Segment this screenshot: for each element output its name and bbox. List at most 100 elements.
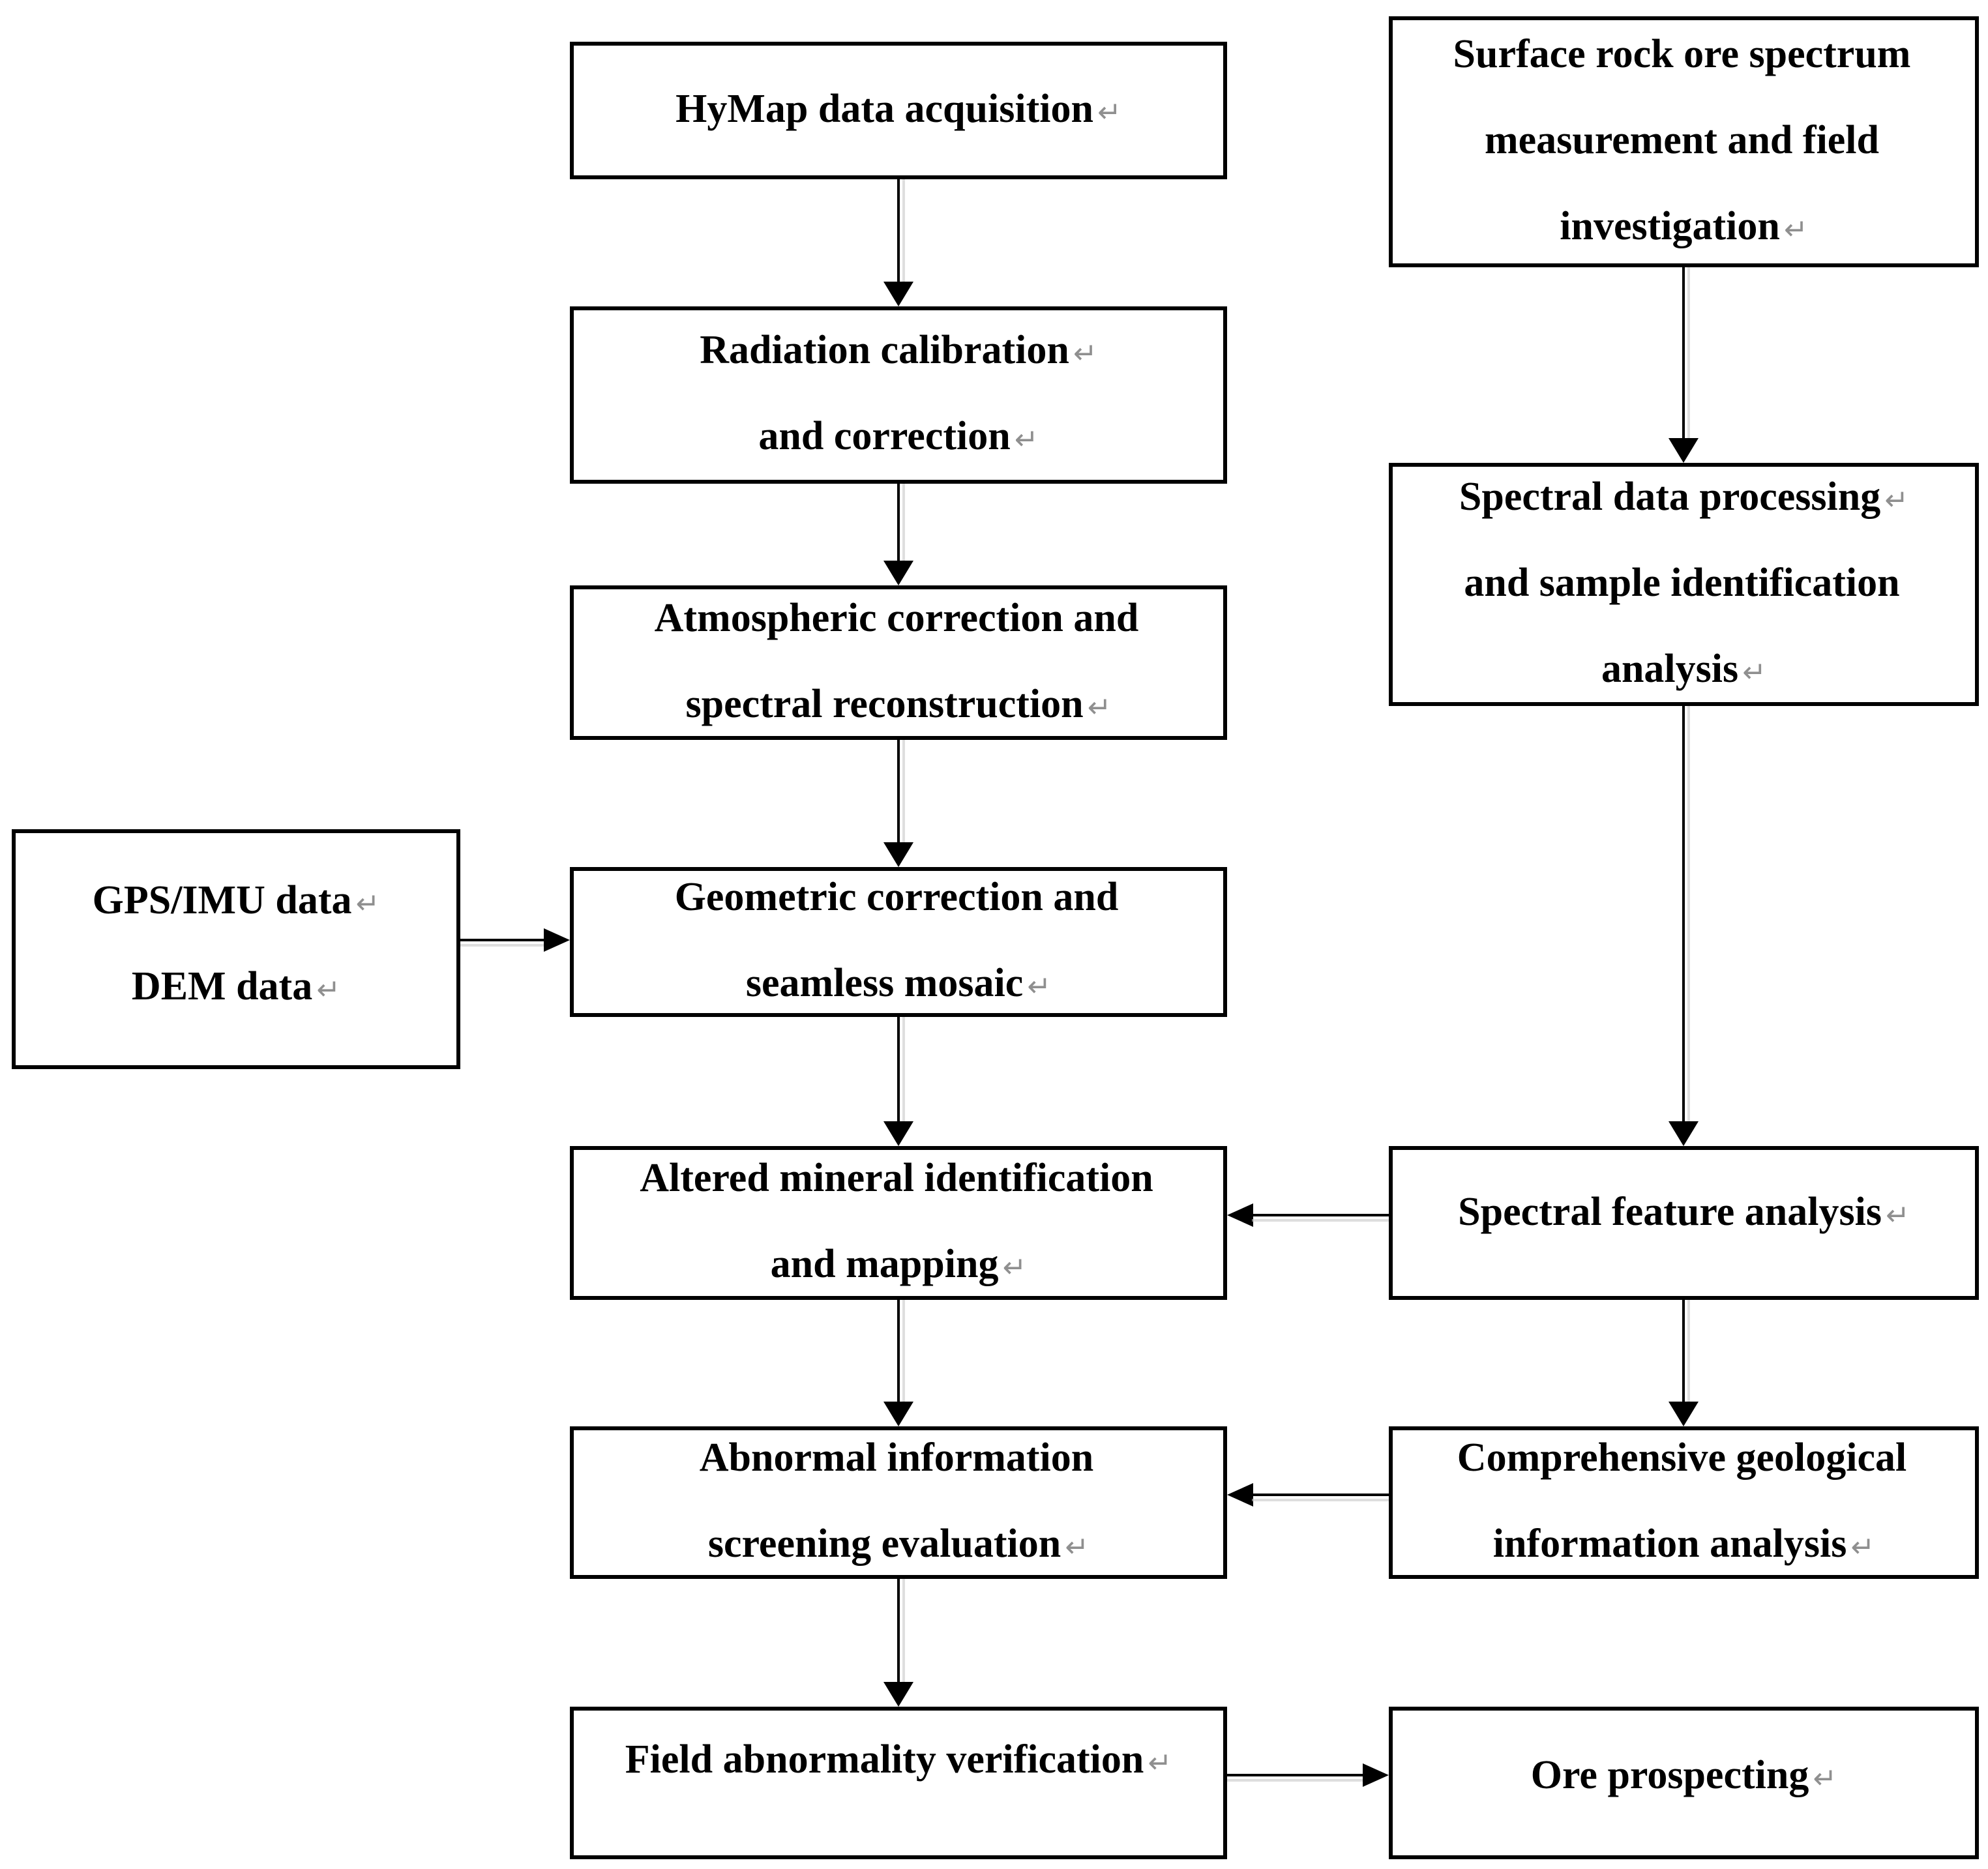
arrow-feature-to-comprehensive-head-icon (1669, 1402, 1699, 1426)
arrow-altered-to-abnormal-head-icon (883, 1402, 913, 1426)
box-text: Geometric correction and (674, 875, 1119, 919)
flow-box-gps-imu-dem-data: GPS/IMU data↵ DEM data↵ (12, 829, 460, 1069)
box-text-line: Atmospheric correction and (655, 577, 1143, 663)
paragraph-mark-icon: ↵ (1850, 1531, 1875, 1564)
box-text-line: HyMap data acquisition↵ (675, 68, 1121, 154)
arrow-feature-to-altered-shaft (1252, 1214, 1389, 1216)
box-text: Ore prospecting (1530, 1753, 1809, 1797)
flow-box-atmospheric-correction: Atmospheric correction and spectral reco… (570, 585, 1227, 740)
arrow-altered-to-abnormal-shaft (897, 1300, 900, 1403)
flow-box-spectral-data-processing: Spectral data processing↵ and sample ide… (1389, 463, 1979, 706)
arrow-atmospheric-to-geometric-shaft (897, 740, 900, 844)
arrow-radiation-to-atmospheric-head-icon (883, 561, 913, 585)
paragraph-mark-icon: ↵ (1097, 95, 1121, 129)
paragraph-mark-icon: ↵ (1742, 655, 1767, 689)
paragraph-mark-icon: ↵ (316, 973, 341, 1007)
arrow-comprehensive-to-abnormal-head-icon (1227, 1483, 1253, 1507)
arrow-hymap-to-radiation-head-icon (883, 282, 913, 306)
paragraph-mark-icon: ↵ (1027, 970, 1052, 1003)
box-text-line: Geometric correction and (675, 856, 1123, 942)
box-text-line: seamless mosaic↵ (746, 942, 1051, 1028)
box-text: Atmospheric correction and (654, 595, 1139, 640)
box-text-line: investigation↵ (1560, 185, 1807, 271)
flow-box-hymap-data-acquisition: HyMap data acquisition↵ (570, 42, 1227, 179)
box-text-line: Spectral data processing↵ (1459, 456, 1908, 542)
arrow-atmospheric-to-geometric-head-icon (883, 842, 913, 867)
box-text-line: Altered mineral identification (640, 1137, 1157, 1223)
box-text: Abnormal information (699, 1435, 1094, 1480)
box-text: HyMap data acquisition (675, 86, 1093, 131)
box-text: seamless mosaic (745, 961, 1024, 1005)
arrow-spectral-processing-to-feature-shaft (1682, 706, 1685, 1123)
box-text: screening evaluation (707, 1522, 1061, 1566)
flow-box-surface-rock-spectrum: Surface rock ore spectrum measurement an… (1389, 16, 1979, 267)
box-text-line: Ore prospecting↵ (1531, 1734, 1837, 1820)
box-text: measurement and field (1484, 117, 1880, 162)
box-text-line: measurement and field (1485, 99, 1883, 185)
box-text-line: GPS/IMU data↵ (93, 859, 380, 945)
box-text: Spectral data processing (1459, 474, 1881, 519)
box-text: GPS/IMU data (92, 878, 352, 922)
paragraph-mark-icon: ↵ (1885, 1199, 1910, 1232)
box-text-line: screening evaluation↵ (708, 1503, 1089, 1589)
paragraph-mark-icon: ↵ (355, 887, 380, 920)
arrow-geometric-to-altered-head-icon (883, 1121, 913, 1146)
arrow-feature-to-comprehensive-shaft (1682, 1300, 1685, 1403)
box-text: Comprehensive geological (1457, 1435, 1907, 1480)
flow-box-comprehensive-geological-analysis: Comprehensive geological information ana… (1389, 1426, 1979, 1579)
arrow-gps-to-geometric-head-icon (544, 928, 570, 952)
arrow-spectral-processing-to-feature-head-icon (1669, 1121, 1699, 1146)
box-text-line: and correction↵ (758, 395, 1038, 481)
arrow-radiation-to-atmospheric-shaft (897, 484, 900, 562)
arrow-hymap-to-radiation-shaft (897, 179, 900, 283)
box-text: Field abnormality verification (625, 1737, 1144, 1782)
box-text-line: spectral reconstruction↵ (686, 663, 1112, 749)
arrow-field-to-ore-head-icon (1363, 1763, 1389, 1787)
paragraph-mark-icon: ↵ (1002, 1251, 1027, 1284)
box-text: information analysis (1492, 1522, 1847, 1566)
box-text: and sample identification (1464, 560, 1900, 605)
box-text: DEM data (131, 964, 313, 1008)
arrow-abnormal-to-field-shaft (897, 1579, 900, 1683)
box-text: Altered mineral identification (640, 1156, 1153, 1200)
box-text: analysis (1601, 646, 1739, 691)
box-text: and mapping (770, 1242, 999, 1286)
arrow-feature-to-altered-head-icon (1227, 1203, 1253, 1227)
box-text: Radiation calibration (700, 328, 1069, 372)
box-text-line: Spectral feature analysis↵ (1458, 1171, 1910, 1257)
flow-box-field-abnormality-verification: Field abnormality verification↵ (570, 1707, 1227, 1859)
box-text-line: and sample identification (1464, 542, 1903, 628)
flow-box-ore-prospecting: Ore prospecting↵ (1389, 1707, 1979, 1859)
arrow-comprehensive-to-abnormal-shaft (1252, 1494, 1389, 1496)
box-text-line: analysis↵ (1601, 628, 1766, 714)
box-text: Surface rock ore spectrum (1453, 31, 1911, 76)
arrow-surface-to-spectral-processing-head-icon (1669, 438, 1699, 463)
arrow-geometric-to-altered-shaft (897, 1017, 900, 1123)
flow-box-geometric-correction: Geometric correction and seamless mosaic… (570, 867, 1227, 1017)
paragraph-mark-icon: ↵ (1065, 1531, 1090, 1564)
paragraph-mark-icon: ↵ (1073, 337, 1097, 370)
box-text-line: and mapping↵ (771, 1223, 1027, 1309)
arrow-field-to-ore-shaft (1227, 1774, 1364, 1776)
paragraph-mark-icon: ↵ (1014, 423, 1039, 456)
flow-box-spectral-feature-analysis: Spectral feature analysis↵ (1389, 1146, 1979, 1300)
arrow-abnormal-to-field-head-icon (883, 1682, 913, 1707)
arrow-gps-to-geometric-shaft (460, 939, 546, 941)
box-text: spectral reconstruction (685, 681, 1084, 726)
box-text-line: Surface rock ore spectrum (1453, 13, 1915, 99)
box-text-line: Radiation calibration↵ (700, 309, 1097, 395)
flow-box-radiation-calibration: Radiation calibration↵ and correction↵ (570, 306, 1227, 484)
arrow-surface-to-spectral-processing-shaft (1682, 267, 1685, 439)
box-text-line: DEM data↵ (132, 945, 340, 1031)
paragraph-mark-icon: ↵ (1813, 1762, 1837, 1795)
box-text-line: Abnormal information (700, 1417, 1098, 1503)
paragraph-mark-icon: ↵ (1087, 690, 1112, 724)
paragraph-mark-icon: ↵ (1884, 483, 1909, 517)
box-text-line: Field abnormality verification↵ (625, 1718, 1172, 1804)
paragraph-mark-icon: ↵ (1783, 213, 1808, 246)
flow-box-altered-mineral-identification: Altered mineral identification and mappi… (570, 1146, 1227, 1300)
box-text: investigation (1560, 203, 1780, 248)
box-text-line: Comprehensive geological (1457, 1417, 1910, 1503)
box-text-line: information analysis↵ (1493, 1503, 1875, 1589)
